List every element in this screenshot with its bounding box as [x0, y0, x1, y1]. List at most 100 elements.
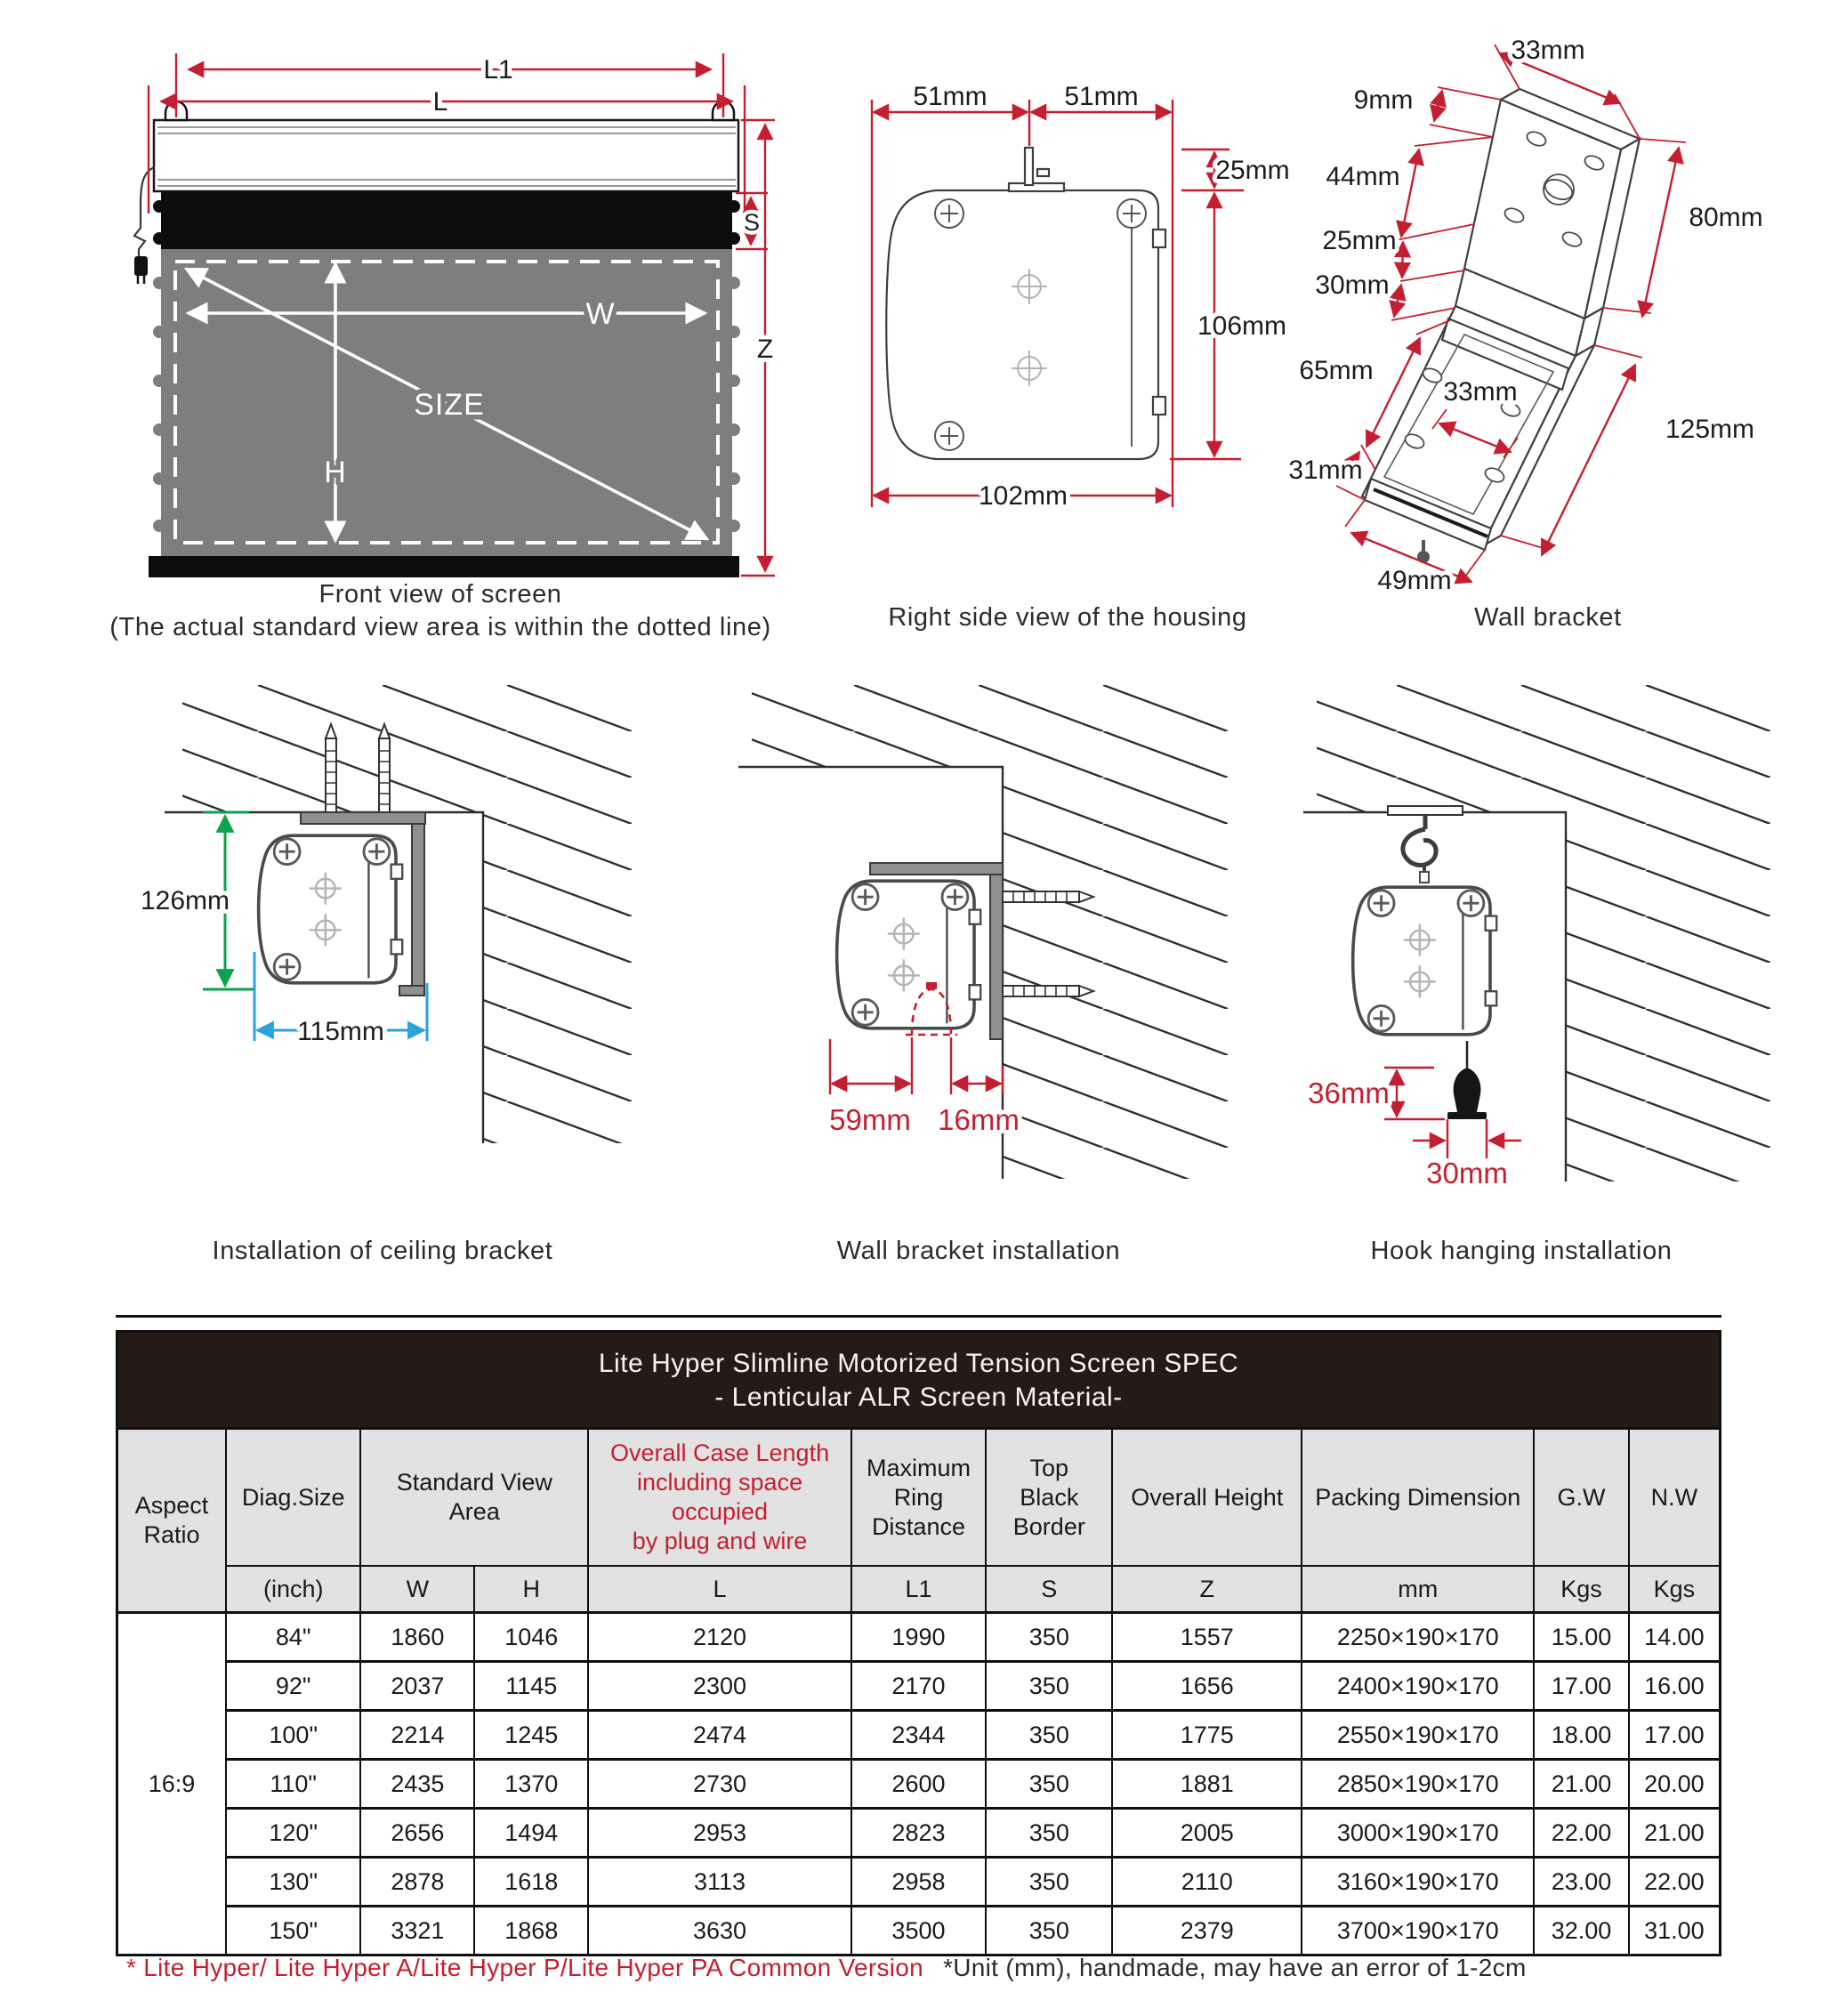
col-header-standard-view-area: Standard View Area	[359, 1427, 590, 1567]
view-area-dotted-line	[173, 260, 720, 544]
cell: 120"	[225, 1807, 362, 1859]
cell: 2005	[1111, 1807, 1303, 1859]
wall-install-caption: Wall bracket installation	[836, 1237, 1121, 1265]
power-plug	[134, 256, 148, 276]
cell: 2474	[587, 1709, 852, 1761]
cell: 2656	[359, 1807, 476, 1859]
dim-label-l: L	[433, 87, 448, 117]
housing-cross-section	[834, 879, 982, 1030]
front-view-drawing: L1 L S Z W H SIZE	[133, 51, 778, 577]
cell: 1775	[1111, 1709, 1303, 1761]
dim-16: 16mm	[938, 1103, 1020, 1136]
col-header-nw: N.W	[1627, 1427, 1721, 1567]
cell: 2823	[850, 1807, 988, 1859]
cell: 3700×190×170	[1301, 1905, 1536, 1956]
cell: 1145	[473, 1660, 590, 1712]
dim-125: 125mm	[1665, 415, 1754, 444]
bracket-dimension-lines	[1335, 44, 1687, 585]
col-header-gw: G.W	[1533, 1427, 1630, 1567]
dim-25b: 25mm	[1322, 226, 1396, 255]
dim-label-l1: L1	[483, 55, 512, 85]
dim-31: 31mm	[1288, 456, 1362, 485]
spec-title-line2: - Lenticular ALR Screen Material-	[714, 1383, 1123, 1412]
cell: 2953	[587, 1807, 852, 1859]
dim-33-mid: 33mm	[1443, 377, 1517, 407]
bracket-holes	[1404, 131, 1605, 483]
cell: 2878	[359, 1856, 476, 1907]
cell: 92"	[225, 1660, 362, 1712]
spec-table-section: Lite Hyper Slimline Motorized Tension Sc…	[116, 1315, 1721, 1956]
dim-label-size: SIZE	[414, 388, 485, 422]
cell: 32.00	[1533, 1905, 1630, 1956]
spec-table-title: Lite Hyper Slimline Motorized Tension Sc…	[116, 1330, 1721, 1427]
cell: 2958	[850, 1856, 988, 1907]
spec-table: Aspect Ratio Diag.Size Standard View Are…	[116, 1427, 1721, 1956]
footer-notes: * Lite Hyper/ Lite Hyper A/Lite Hyper P/…	[126, 1954, 1527, 1982]
ceiling-install-drawing: 126mm 115mm	[136, 685, 632, 1143]
housing-cross-section	[885, 146, 1167, 461]
subheader-h: H	[473, 1565, 590, 1614]
ceiling-hatch	[1317, 685, 1770, 812]
ceiling-hook	[1387, 805, 1463, 877]
cell: 2300	[587, 1660, 852, 1712]
plug-position-dashed	[906, 982, 957, 1036]
ceiling-hatch	[752, 685, 1228, 767]
housing-cross-section	[256, 834, 405, 985]
cell: 2379	[1111, 1905, 1303, 1956]
cell: 2344	[850, 1709, 988, 1761]
cell: 2037	[359, 1660, 476, 1712]
ceiling-hatch	[182, 685, 632, 812]
dim-51-right: 51mm	[1064, 82, 1138, 111]
spec-title-line1: Lite Hyper Slimline Motorized Tension Sc…	[598, 1349, 1239, 1378]
cell: 2850×190×170	[1301, 1758, 1536, 1810]
dim-label-w: W	[585, 297, 615, 331]
subheader-row: (inch) W H L L1 S Z mm Kgs Kgs	[117, 1565, 1721, 1614]
subheader-l: L	[587, 1565, 852, 1614]
cell: 100"	[225, 1709, 362, 1761]
wall-hatch	[1004, 767, 1228, 1179]
anchor-screws	[324, 722, 391, 814]
subheader-kgs-nw: Kgs	[1627, 1565, 1721, 1614]
dim-80: 80mm	[1689, 203, 1762, 232]
cell: 1557	[1111, 1611, 1303, 1663]
cell: 14.00	[1627, 1611, 1721, 1663]
cell: 2170	[850, 1660, 988, 1712]
subheader-l1: L1	[850, 1565, 988, 1614]
cell: 1245	[473, 1709, 590, 1761]
dim-36: 36mm	[1308, 1077, 1390, 1109]
cell: 350	[985, 1709, 1114, 1761]
footer-note-unit: *Unit (mm), handmade, may have an error …	[943, 1954, 1527, 1981]
dim-44: 44mm	[1326, 162, 1399, 191]
cell: 1860	[359, 1611, 476, 1663]
subheader-kgs-gw: Kgs	[1533, 1565, 1630, 1614]
wall-install-dimensions	[828, 1037, 1004, 1094]
cell: 31.00	[1627, 1905, 1721, 1956]
dim-33-top: 33mm	[1511, 36, 1584, 65]
cell: 130"	[225, 1856, 362, 1907]
subheader-s: S	[985, 1565, 1114, 1614]
power-cord	[133, 166, 155, 256]
wall-install-drawing: 59mm 16mm	[738, 685, 1228, 1179]
wall-bracket-part	[869, 862, 1004, 1040]
cell: 350	[985, 1611, 1114, 1663]
dim-102: 102mm	[979, 481, 1068, 511]
subheader-mm: mm	[1301, 1565, 1536, 1614]
ceiling-install-caption: Installation of ceiling bracket	[212, 1237, 553, 1265]
footer-note-red: * Lite Hyper/ Lite Hyper A/Lite Hyper P/…	[126, 1954, 924, 1981]
subheader-w: W	[359, 1565, 476, 1614]
cell: 350	[985, 1856, 1114, 1907]
hook-install-drawing: 36mm 30mm	[1303, 685, 1770, 1194]
mounting-base	[1007, 181, 1066, 193]
cell: 84"	[225, 1611, 362, 1663]
dim-126: 126mm	[141, 886, 230, 915]
col-header-top-black-border: Top Black Border	[985, 1427, 1114, 1567]
bracket-body	[1360, 87, 1642, 563]
col-header-packing-dimension: Packing Dimension	[1301, 1427, 1536, 1567]
table-top-rule	[116, 1315, 1721, 1318]
cell: 17.00	[1627, 1709, 1721, 1761]
screen-measure-arrows	[183, 261, 710, 544]
cell: 15.00	[1533, 1611, 1630, 1663]
